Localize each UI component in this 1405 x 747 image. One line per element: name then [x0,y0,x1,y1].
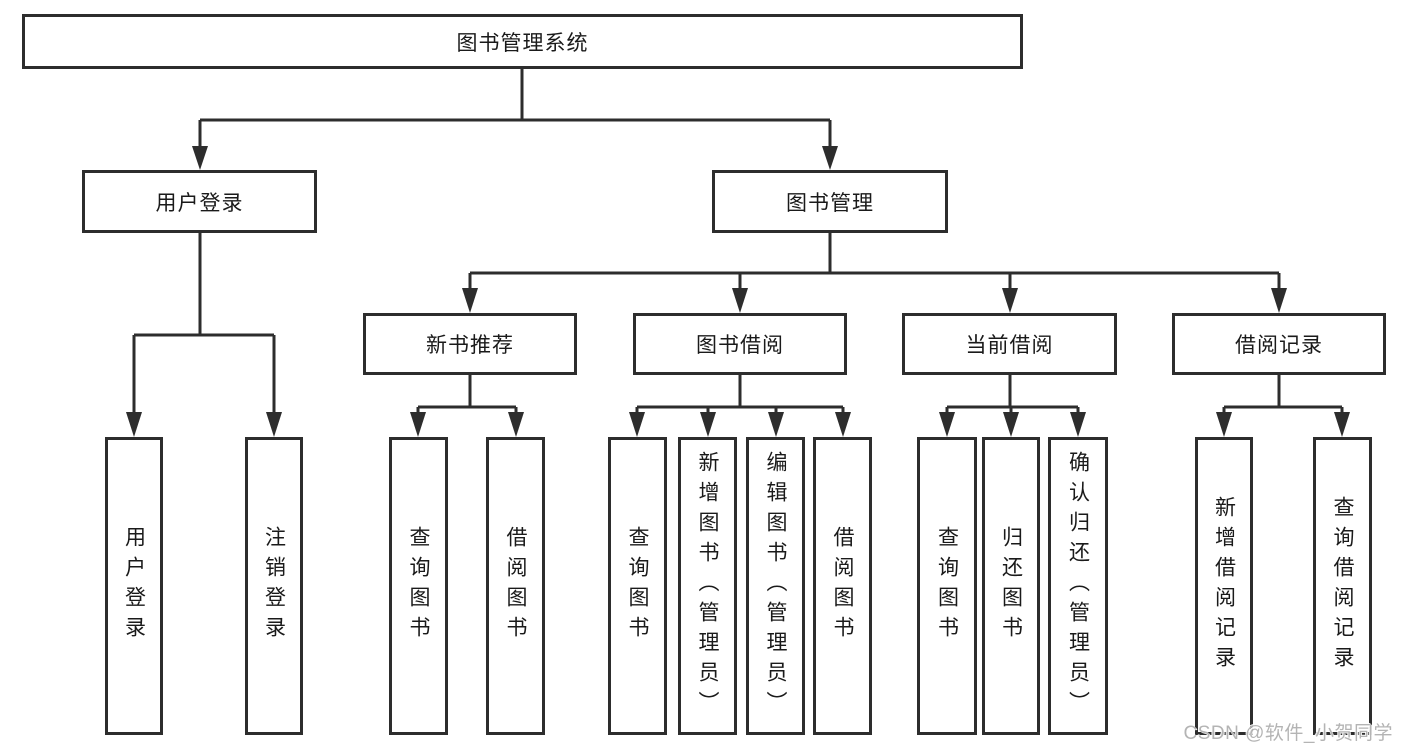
arrow-down-icon [822,146,838,170]
node-user-login: 用户登录 [82,170,317,233]
leaf-borrow-books-recommend-label: 借阅图书 [504,526,527,646]
arrow-down-icon [462,288,478,313]
leaf-query-borrow-record: 查询借阅记录 [1313,437,1372,735]
node-book-management: 图书管理 [712,170,948,233]
connector-book-management-to-level2 [462,233,1287,313]
arrow-down-icon [1216,412,1232,437]
leaf-borrow-books-recommend: 借阅图书 [486,437,545,735]
leaf-query-books-recommend: 查询图书 [389,437,448,735]
node-current-borrowing: 当前借阅 [902,313,1117,375]
connector-current-borrowing-to-leaves [939,375,1086,437]
leaf-query-books-current-label: 查询图书 [935,526,959,646]
leaf-edit-books-admin: 编辑图书（管理员） [746,437,805,735]
connector-user-login-to-leaves [126,233,282,437]
leaf-add-books-admin: 新增图书（管理员） [678,437,737,735]
node-book-management-label: 图书管理 [786,191,874,215]
arrow-down-icon [939,412,955,437]
leaf-query-books-borrowing: 查询图书 [608,437,667,735]
leaf-query-books-recommend-label: 查询图书 [407,526,430,646]
leaf-query-borrow-record-label: 查询借阅记录 [1331,496,1354,676]
arrow-down-icon [732,288,748,313]
node-book-borrowing-label: 图书借阅 [696,334,784,357]
arrow-down-icon [629,412,645,437]
arrow-down-icon [126,412,142,437]
leaf-return-books-label: 归还图书 [999,526,1023,646]
node-new-book-recommend: 新书推荐 [363,313,577,375]
leaf-add-books-admin-label: 新增图书（管理员） [696,451,719,721]
leaf-logout: 注销登录 [245,437,303,735]
connector-borrowing-records-to-leaves [1216,375,1350,437]
leaf-user-login: 用户登录 [105,437,163,735]
node-borrowing-records-label: 借阅记录 [1235,334,1323,357]
arrow-down-icon [410,412,426,437]
node-root-label: 图书管理系统 [456,31,589,55]
arrow-down-icon [768,412,784,437]
leaf-borrow-books-borrowing-label: 借阅图书 [831,526,854,646]
arrow-down-icon [700,412,716,437]
arrow-down-icon [1003,412,1019,437]
node-root: 图书管理系统 [22,14,1023,69]
leaf-query-books-current: 查询图书 [917,437,977,735]
csdn-watermark: CSDN @软件_小贺同学 [1183,723,1393,744]
leaf-borrow-books-borrowing: 借阅图书 [813,437,872,735]
arrow-down-icon [192,146,208,170]
arrow-down-icon [1002,288,1018,313]
leaf-return-books: 归还图书 [982,437,1040,735]
arrow-down-icon [835,412,851,437]
node-current-borrowing-label: 当前借阅 [965,334,1054,357]
node-borrowing-records: 借阅记录 [1172,313,1386,375]
leaf-user-login-label: 用户登录 [122,526,146,646]
leaf-logout-label: 注销登录 [262,526,286,646]
node-new-book-recommend-label: 新书推荐 [426,334,514,357]
leaf-confirm-return-admin-label: 确认归还（管理员） [1066,451,1090,721]
arrow-down-icon [508,412,524,437]
arrow-down-icon [1271,288,1287,313]
arrow-down-icon [266,412,282,437]
connector-new-book-recommend-to-leaves [410,375,524,437]
node-user-login-label: 用户登录 [155,191,244,215]
arrow-down-icon [1070,412,1086,437]
arrow-down-icon [1334,412,1350,437]
leaf-edit-books-admin-label: 编辑图书（管理员） [764,451,787,721]
leaf-query-books-borrowing-label: 查询图书 [626,526,649,646]
leaf-add-borrow-record-label: 新增借阅记录 [1212,496,1236,676]
leaf-confirm-return-admin: 确认归还（管理员） [1048,437,1108,735]
leaf-add-borrow-record: 新增借阅记录 [1195,437,1253,735]
connector-book-borrowing-to-leaves [629,375,851,437]
node-book-borrowing: 图书借阅 [633,313,847,375]
connector-root-to-level1 [192,69,838,170]
